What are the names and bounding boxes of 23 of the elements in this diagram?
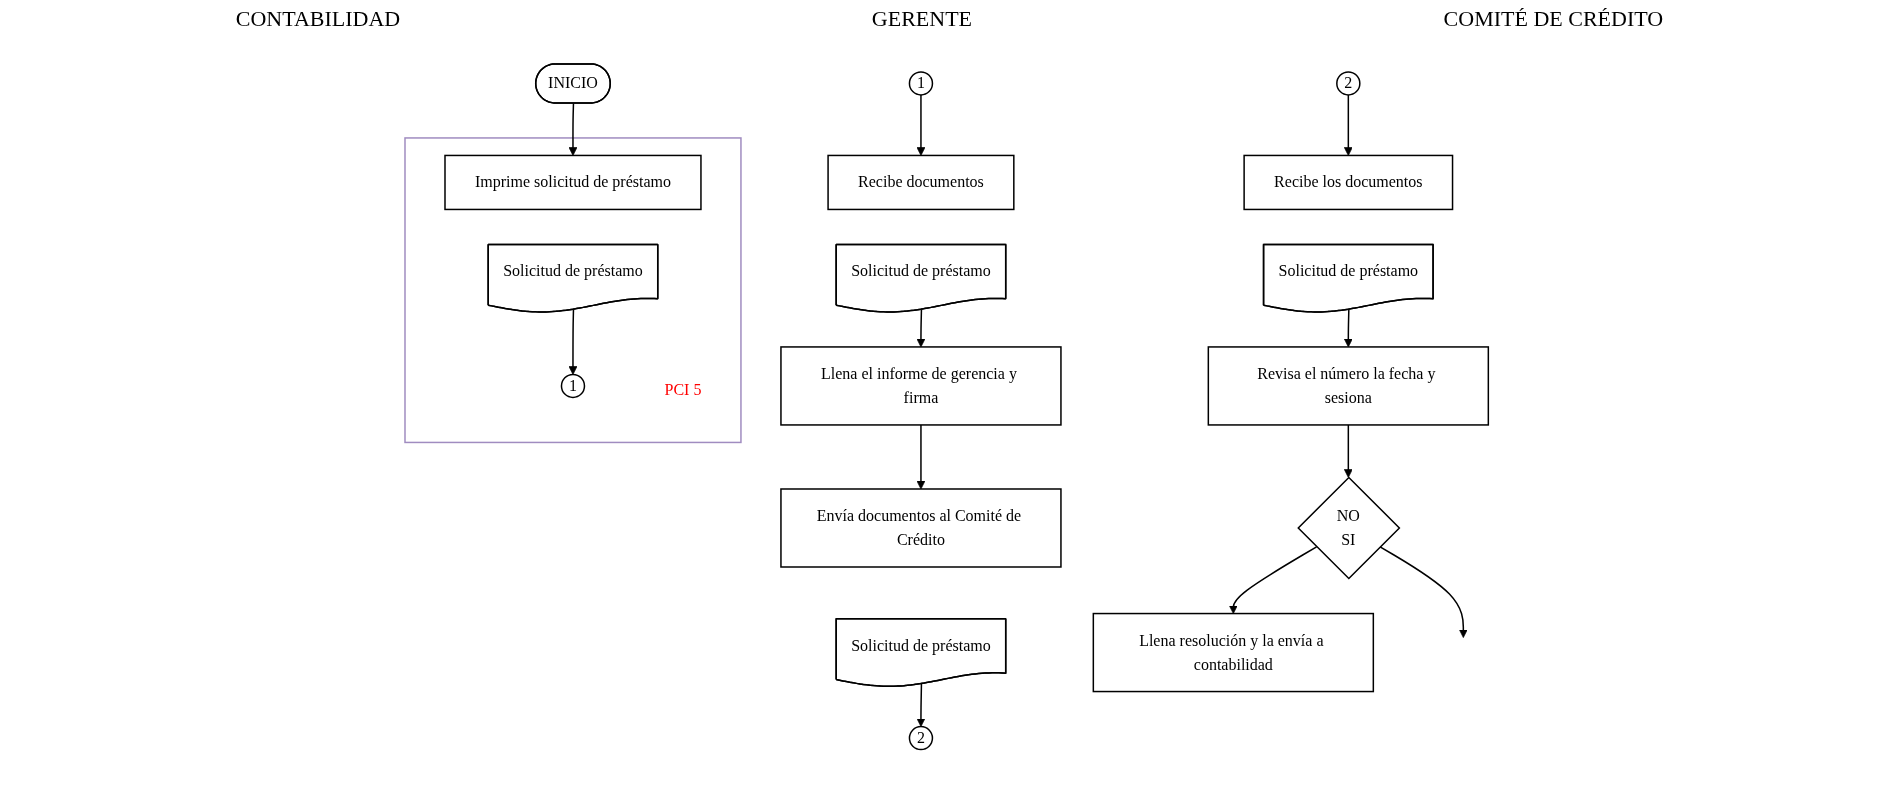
node-circle: 1 (909, 71, 934, 96)
arrow (1379, 546, 1469, 638)
arrow (1344, 94, 1354, 156)
arrow (916, 424, 926, 490)
arrow (916, 94, 926, 156)
node-box: Llena resolución y la envía a contabilidad (1092, 612, 1375, 693)
arrow (1344, 424, 1354, 478)
column-heading: GERENTE (871, 6, 972, 32)
node-box: Revisa el número la fecha y sesiona (1207, 346, 1490, 426)
node-box: Recibe los documentos (1243, 154, 1454, 211)
column-heading: CONTABILIDAD (235, 6, 401, 32)
node-circle: 2 (909, 725, 934, 751)
node-box: Llena el informe de gerencia y firma (780, 346, 1063, 426)
arrow (568, 102, 578, 156)
node-circle: 2 (1336, 71, 1361, 96)
column-heading: COMITÉ DE CRÉDITO (1443, 6, 1664, 32)
arrow (916, 683, 926, 727)
node-diamond: NO SI (1297, 476, 1401, 580)
node-circle: 1 (561, 373, 586, 399)
arrow (1229, 546, 1318, 614)
node-box: Recibe documentos (827, 154, 1015, 211)
node-box: Imprime solicitud de préstamo (444, 154, 703, 211)
node-box: Envía documentos al Comité de Crédito (780, 488, 1063, 568)
